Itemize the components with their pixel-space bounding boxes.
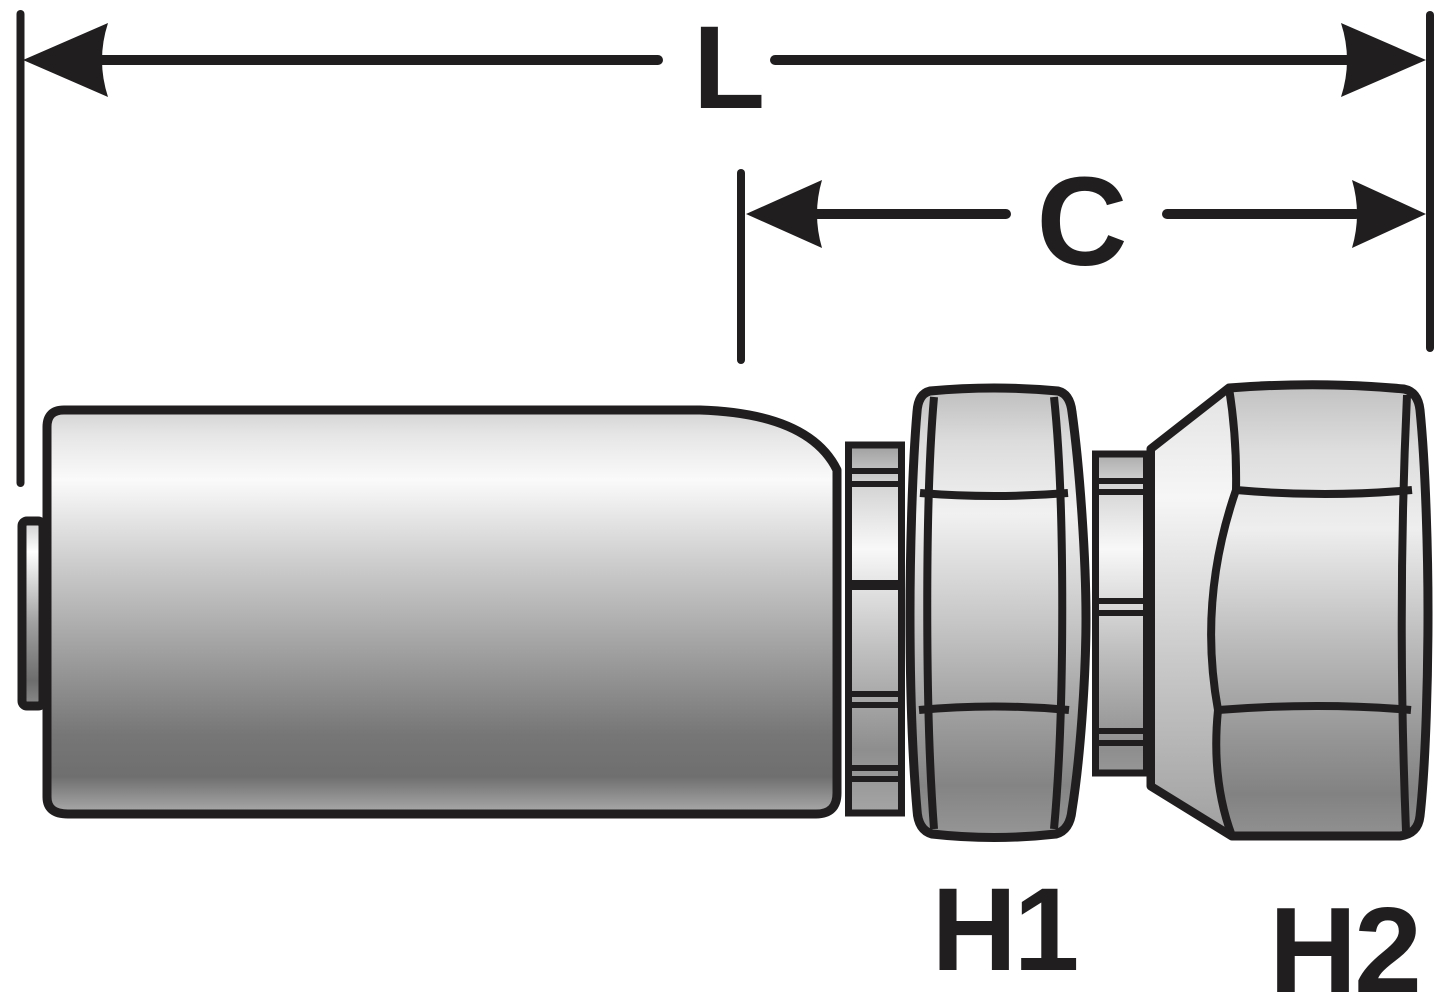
hex-nut-h1 [905,383,1091,842]
label-H2: H2 [1269,882,1419,1005]
arrowhead-L-right [1341,23,1426,97]
label-L: L [693,2,765,134]
neck-groove-1 [845,441,905,817]
neck-groove-1-body [845,441,905,817]
arrowhead-C-right [1352,180,1426,248]
hose-stem-tail [17,516,48,711]
dimension-C: C [737,151,1426,364]
crimp-ferrule [42,405,842,819]
arrowhead-L-left [23,23,108,97]
neck-groove-2-thread-lines [1092,478,1150,746]
label-C: C [1037,151,1128,292]
arrowhead-C-left [746,180,822,248]
label-H1: H1 [932,864,1077,996]
swivel-nut-h2-facet-lines [1217,394,1413,832]
swivel-nut-h2 [1146,380,1433,841]
neck-groove-2 [1092,450,1150,777]
dimension-L: L [16,2,1434,487]
swivel-nut-h2-cone-facet [1147,384,1241,840]
neck-groove-1-thread-lines [845,468,905,782]
hex-nut-h1-facet-lines [918,396,1070,830]
hex-nut-h1-body [905,383,1091,842]
